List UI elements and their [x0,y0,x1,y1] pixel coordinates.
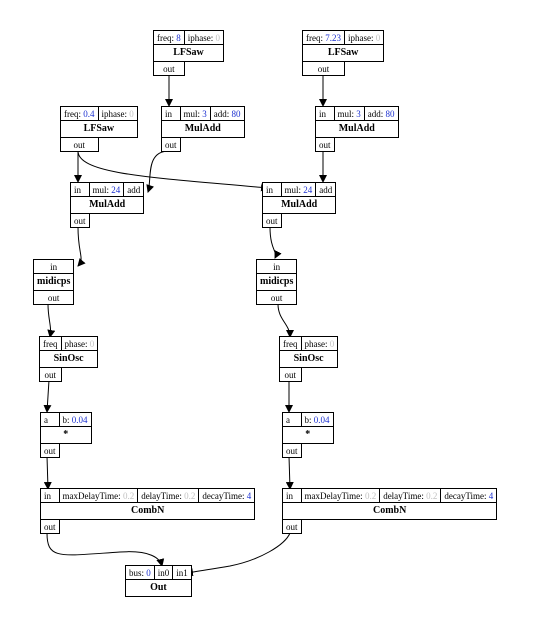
edge-combn1-out [46,532,165,567]
input-add[interactable]: add: 80 [209,106,245,121]
input-freq[interactable]: freq [39,336,62,351]
input-mul[interactable]: mul: 3 [333,106,365,121]
input-max-delay-time[interactable]: maxDelayTime: 0.2 [300,488,381,503]
node-multiply-1[interactable]: a b: 0.04 * out [40,412,92,458]
edge-midicps2-sinosc2 [277,303,294,338]
node-muladd-2[interactable]: in mul: 3 add: 80 MulAdd out [315,106,399,152]
node-sinosc-1[interactable]: freq phase: 0 SinOsc out [38,336,99,382]
input-in[interactable]: in [32,259,75,274]
input-iphase[interactable]: iphase: 0 [183,30,225,45]
output-port[interactable]: out [282,519,302,534]
output-port[interactable]: out [302,61,345,76]
output-port[interactable]: out [279,367,302,382]
input-phase[interactable]: phase: 0 [300,336,339,351]
node-lfsaw-freq-0-4[interactable]: freq: 0.4 iphase: 0 LFSaw out [60,106,138,152]
edge-mul1-combn1 [43,455,52,490]
input-phase[interactable]: phase: 0 [60,336,99,351]
edge-lfsaw3-muladd4 [77,150,269,192]
input-mul[interactable]: mul: 3 [179,106,211,121]
output-port[interactable]: out [161,137,181,152]
input-in[interactable]: in [255,259,298,274]
node-title: midicps [255,273,298,291]
input-in0[interactable]: in0 [153,565,174,580]
node-title: SinOsc [38,350,99,368]
input-in1[interactable]: in1 [172,565,192,580]
node-title: MulAdd [315,120,399,138]
edge-combn2-out [185,532,291,577]
output-port[interactable]: out [70,213,90,228]
input-add[interactable]: add: 80 [363,106,399,121]
node-title: Out [125,579,192,597]
node-muladd-1[interactable]: in mul: 3 add: 80 MulAdd out [161,106,245,152]
input-max-delay-time[interactable]: maxDelayTime: 0.2 [58,488,139,503]
node-title: MulAdd [261,196,337,214]
node-title: * [40,426,92,444]
output-port[interactable]: out [255,290,298,305]
input-delay-time[interactable]: delayTime: 0.2 [379,488,442,503]
input-iphase[interactable]: iphase: 0 [343,30,385,45]
edge-midicps1-sinosc1 [47,303,56,338]
input-mul[interactable]: mul: 24 [88,182,125,197]
input-freq[interactable]: freq: 8 [153,30,185,45]
node-title: MulAdd [69,196,145,214]
input-decay-time[interactable]: decayTime: 4 [198,488,256,503]
edge-muladd4-midicps2 [269,226,282,259]
input-add[interactable]: add [123,182,145,197]
input-in[interactable]: in [315,106,335,121]
node-combn-1[interactable]: in maxDelayTime: 0.2 delayTime: 0.2 deca… [39,488,256,534]
edge-mul2-combn2 [285,455,294,490]
input-in[interactable]: in [282,488,302,503]
output-port[interactable]: out [282,443,302,458]
input-decay-time[interactable]: decayTime: 4 [440,488,498,503]
input-bus[interactable]: bus: 0 [125,565,155,580]
input-a[interactable]: a [282,412,302,427]
node-midicps-2[interactable]: in midicps out [255,259,298,305]
output-port[interactable]: out [315,137,335,152]
node-out[interactable]: bus: 0 in0 in1 Out [125,565,192,597]
node-multiply-2[interactable]: a b: 0.04 * out [282,412,334,458]
input-in[interactable]: in [70,182,90,197]
input-delay-time[interactable]: delayTime: 0.2 [137,488,200,503]
output-port[interactable]: out [40,519,60,534]
node-combn-2[interactable]: in maxDelayTime: 0.2 delayTime: 0.2 deca… [281,488,498,534]
edge-muladd3-midicps1 [77,226,86,267]
input-freq[interactable]: freq: 0.4 [60,106,99,121]
output-port[interactable]: out [39,367,62,382]
input-a[interactable]: a [40,412,60,427]
output-port[interactable]: out [153,61,185,76]
node-sinosc-2[interactable]: freq phase: 0 SinOsc out [278,336,339,382]
node-lfsaw-freq-7-23[interactable]: freq: 7.23 iphase: 0 LFSaw out [301,30,385,76]
output-port[interactable]: out [32,290,75,305]
node-midicps-1[interactable]: in midicps out [32,259,75,305]
node-title: LFSaw [301,44,385,62]
input-b[interactable]: b: 0.04 [300,412,334,427]
input-in[interactable]: in [262,182,282,197]
node-muladd-4[interactable]: in mul: 24 add MulAdd out [261,182,337,228]
input-in[interactable]: in [40,488,60,503]
node-title: * [282,426,334,444]
node-title: midicps [32,273,75,291]
input-freq[interactable]: freq: 7.23 [302,30,345,45]
node-title: LFSaw [153,44,224,62]
node-title: LFSaw [60,120,138,138]
edge-sinosc1-mul1 [43,379,52,413]
node-title: CombN [281,502,498,520]
output-port[interactable]: out [40,443,60,458]
input-add[interactable]: add [315,182,337,197]
input-mul[interactable]: mul: 24 [280,182,317,197]
input-in[interactable]: in [161,106,181,121]
input-iphase[interactable]: iphase: 0 [97,106,138,121]
output-port[interactable]: out [262,213,282,228]
node-lfsaw-freq-8[interactable]: freq: 8 iphase: 0 LFSaw out [153,30,225,76]
node-title: MulAdd [161,120,245,138]
output-port[interactable]: out [60,137,99,152]
node-title: SinOsc [278,350,339,368]
node-muladd-3[interactable]: in mul: 24 add MulAdd out [69,182,145,228]
edge-muladd1-muladd3 [146,150,170,193]
input-freq[interactable]: freq [279,336,302,351]
input-b[interactable]: b: 0.04 [58,412,92,427]
node-title: CombN [39,502,256,520]
